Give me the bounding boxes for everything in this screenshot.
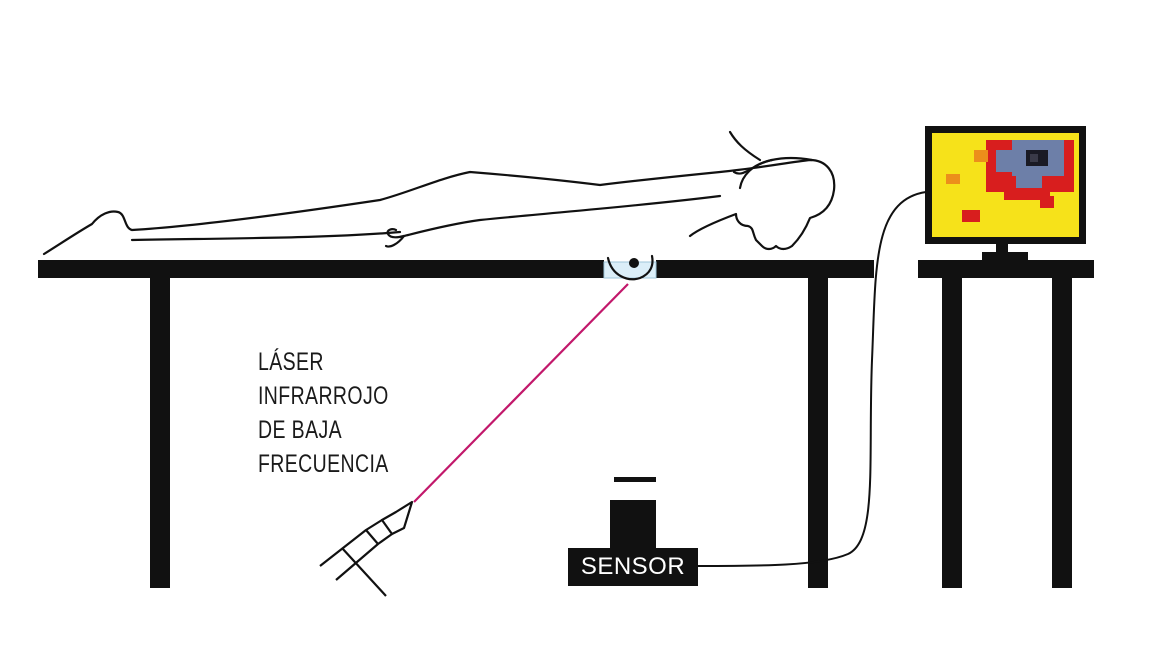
laser-label: LÁSER INFRARROJO DE BAJA FRECUENCIA (258, 345, 414, 481)
thermal-image (946, 140, 1074, 222)
heat-patch (1004, 188, 1050, 200)
heat-patch (1016, 174, 1042, 188)
sensor-label: SENSOR (580, 553, 686, 580)
patient-arm (386, 194, 722, 239)
table-top-left (38, 260, 604, 278)
laser-label-line-4: FRECUENCIA (258, 450, 389, 478)
patient-hair-strand-2 (738, 158, 774, 190)
laser-label-line-3: DE BAJA (258, 416, 343, 444)
monitor-table-leg-left (942, 278, 962, 588)
heat-core-highlight (1030, 154, 1038, 162)
laser-emitter-tip (380, 500, 414, 536)
laser-beam (413, 283, 629, 503)
heat-patch (996, 150, 1014, 172)
heat-patch (962, 210, 980, 222)
heat-patch (974, 150, 988, 162)
sensor-column (610, 500, 656, 550)
patient-body-outline (42, 158, 836, 256)
table-leg-right (808, 278, 828, 588)
patient-breast (606, 254, 654, 281)
laser-label-line-1: LÁSER (258, 348, 324, 376)
patient-hand (384, 234, 406, 248)
patient-torso-underside (130, 230, 402, 242)
laser-label-line-2: INFRARROJO (258, 382, 389, 410)
table-top-right (656, 260, 874, 278)
monitor-table-top (918, 260, 1094, 278)
sensor-base (568, 548, 698, 586)
monitor-stand-neck (996, 242, 1008, 254)
heat-patch (946, 174, 960, 184)
laser-emitter (319, 500, 414, 597)
monitor-stand-base (982, 252, 1028, 260)
monitor-table (918, 260, 1094, 588)
monitor (925, 126, 1086, 260)
sensor-cable (697, 191, 927, 567)
patient-hair-strand (728, 130, 762, 162)
examination-table (38, 260, 874, 588)
patient-figure (42, 130, 836, 281)
tumor-marker (629, 258, 639, 268)
laser-emitter-body (319, 519, 393, 581)
laser-emitter-handle (341, 529, 387, 597)
monitor-table-leg-right (1052, 278, 1072, 588)
heat-patch (1040, 196, 1054, 208)
table-leg-left (150, 278, 170, 588)
sensor-unit (568, 477, 698, 586)
sensor-top-line (614, 477, 656, 482)
